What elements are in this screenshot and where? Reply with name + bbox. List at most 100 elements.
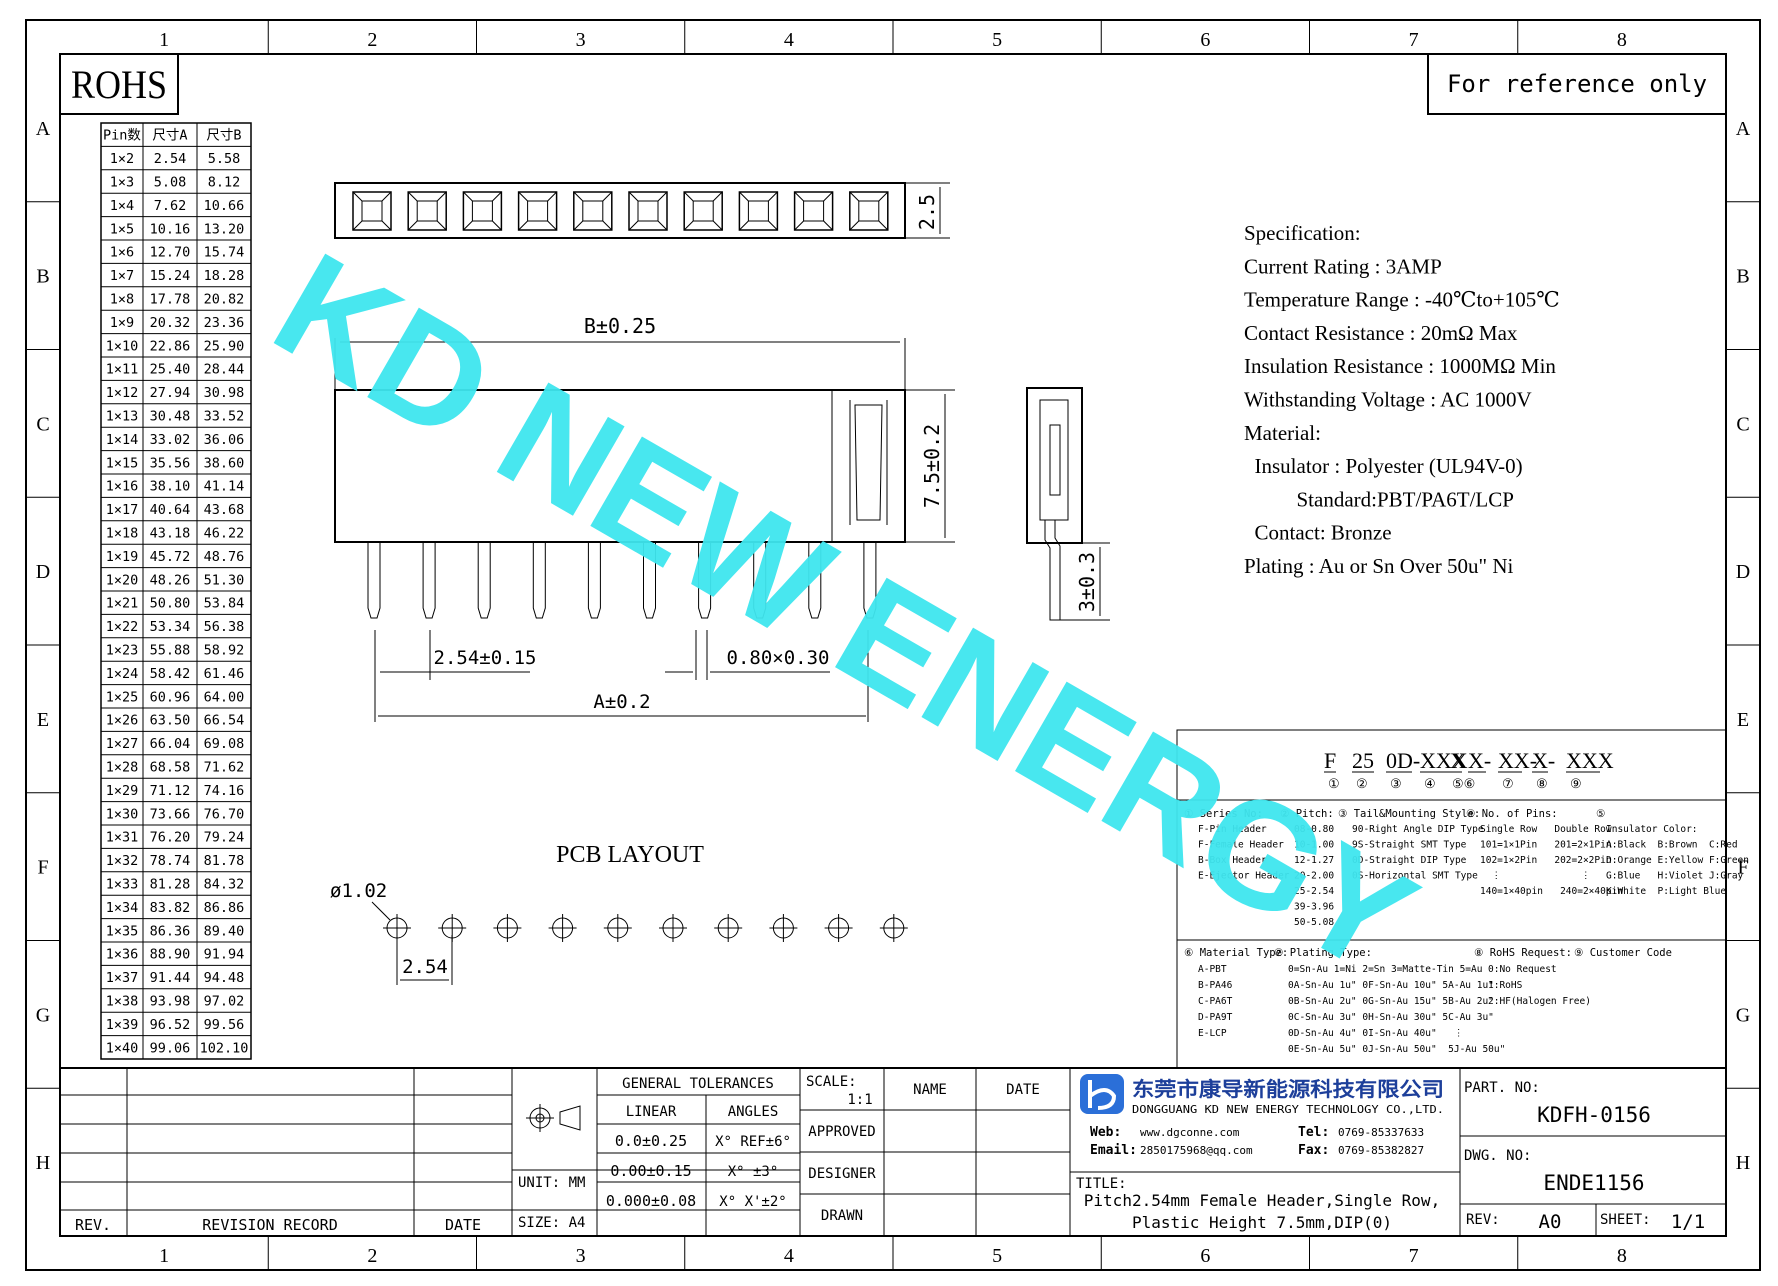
- zone-column-bottom: 1: [159, 1245, 169, 1267]
- web-value: www.dgconne.com: [1140, 1126, 1240, 1139]
- pin-table-cell: 1×7: [110, 268, 134, 284]
- cavity-outline: [517, 191, 558, 231]
- rev-label: REV:: [1466, 1212, 1500, 1228]
- pin-table-cell: 58.42: [150, 666, 191, 682]
- pin-table-cell: 1×4: [110, 198, 134, 214]
- depth-dim: 2.5: [915, 194, 939, 230]
- spec-line: Insulation Resistance : 1000MΩ Min: [1244, 354, 1556, 378]
- fax-label: Fax:: [1298, 1143, 1329, 1158]
- code-table-title: ⑤: [1596, 808, 1606, 820]
- code-table-line: 25-2.54: [1294, 886, 1334, 897]
- sheet-label: SHEET:: [1600, 1212, 1651, 1228]
- cavity-inner: [637, 200, 659, 222]
- rev-value: A0: [1539, 1211, 1562, 1233]
- zone-row-left: B: [36, 266, 49, 288]
- pin-table-cell: 69.08: [204, 736, 245, 752]
- reference-note: For reference only: [1447, 70, 1707, 98]
- pin-table-cell: 71.12: [150, 783, 191, 799]
- code-table-line: 20-2.00: [1294, 871, 1334, 882]
- pin-tail: [367, 542, 381, 619]
- pin-table-cell: 43.18: [150, 526, 191, 542]
- cavity-outline: [849, 191, 889, 231]
- part-code-segment: XX-: [1498, 748, 1537, 773]
- pin-table-cell: 48.76: [204, 549, 245, 565]
- reference-box: [1427, 53, 1727, 115]
- pin-table-cell: 41.14: [204, 479, 245, 495]
- code-table-title: ⑧ RoHS Request:: [1474, 947, 1572, 959]
- part-no-value: KDFH-0156: [1537, 1103, 1651, 1127]
- pin-table-cell: 18.28: [204, 268, 245, 284]
- cavity-inner: [471, 200, 493, 222]
- tel-label: Tel:: [1298, 1125, 1329, 1140]
- unit-label: UNIT: MM: [518, 1175, 585, 1191]
- zone-row-left: E: [37, 709, 49, 731]
- zone-row-right: G: [1736, 1004, 1750, 1026]
- pin-table-cell: 51.30: [204, 572, 245, 588]
- tel-value: 0769-85337633: [1338, 1126, 1424, 1139]
- code-table-line: A-PBT: [1198, 964, 1227, 975]
- pin-table-cell: 17.78: [150, 292, 191, 308]
- designer-label: DESIGNER: [808, 1166, 876, 1182]
- pin-table-cell: 1×21: [106, 596, 139, 612]
- code-table-line: 0D-Sn-Au 4u" 0I-Sn-Au 40u" ⋮: [1288, 1028, 1463, 1039]
- pin-table-cell: 28.44: [204, 362, 245, 378]
- general-tolerances: GENERAL TOLERANCES: [622, 1076, 774, 1092]
- title-line-1: Pitch2.54mm Female Header,Single Row,: [1084, 1191, 1440, 1210]
- title-label: TITLE:: [1076, 1176, 1127, 1192]
- cavity-inner: [361, 200, 383, 222]
- zone-row-right: C: [1736, 413, 1749, 435]
- pin-table-cell: 71.62: [204, 760, 245, 776]
- pin-table-header: 尺寸B: [206, 128, 241, 144]
- pin-table-cell: 8.12: [208, 175, 241, 191]
- pin-table-cell: 35.56: [150, 455, 191, 471]
- zone-column-top: 8: [1617, 29, 1627, 51]
- pin-table-cell: 20.32: [150, 315, 191, 331]
- pin-table-cell: 1×9: [110, 315, 134, 331]
- zone-column-top: 4: [784, 29, 794, 51]
- zone-column-top: 5: [992, 29, 1002, 51]
- code-table-line: C-PA6T: [1198, 996, 1233, 1007]
- zone-row-right: E: [1737, 709, 1749, 731]
- code-table-title: ② Pitch:: [1280, 808, 1334, 820]
- part-code-marker: ④: [1424, 777, 1436, 792]
- code-table-line: Insulator Color:: [1606, 824, 1698, 835]
- pin-table-cell: 30.48: [150, 409, 191, 425]
- spec-line: Temperature Range : -40℃to+105℃: [1244, 288, 1560, 312]
- pin-table-cell: 83.82: [150, 900, 191, 916]
- code-table-line: 08-0.80: [1294, 824, 1334, 835]
- pin-table-cell: 12.70: [150, 245, 191, 261]
- pin-table-cell: 43.68: [204, 502, 245, 518]
- company-logo-icon: [1080, 1074, 1124, 1114]
- pin-table-cell: 1×16: [106, 479, 139, 495]
- code-table-line: 2:HF(Halogen Free): [1488, 996, 1591, 1007]
- rohs-label: ROHS: [71, 62, 167, 107]
- cavity-outline: [628, 191, 668, 231]
- title-block: REV. REVISION RECORD DATE GENERAL TOLERA…: [60, 1067, 1726, 1236]
- pin-table-cell: 22.86: [150, 338, 191, 354]
- pin-table-cell: 1×35: [106, 923, 139, 939]
- part-code-marker: ②: [1356, 777, 1368, 792]
- code-table-line: E-Ejector Header: [1198, 871, 1290, 882]
- tol-angle-2: X° ±3°: [728, 1164, 779, 1180]
- pin-table-cell: 30.98: [204, 385, 245, 401]
- pin-size-dim: 0.80×0.30: [727, 647, 830, 669]
- pin-table-cell: 27.94: [150, 385, 191, 401]
- cavity-outline: [738, 191, 779, 231]
- pin-table-cell: 1×30: [106, 806, 139, 822]
- cavity-inner: [747, 200, 769, 222]
- part-code-segment: 0D-: [1386, 748, 1420, 773]
- pin-table-cell: 10.66: [204, 198, 245, 214]
- pin-table-cell: 25.90: [204, 338, 245, 354]
- code-table-line: 1:RoHS: [1488, 980, 1523, 991]
- pin-table-cell: 97.02: [204, 994, 245, 1010]
- zone-row-left: H: [36, 1152, 50, 1174]
- tol-linear-1: 0.0±0.25: [615, 1132, 687, 1150]
- zone-column-bottom: 5: [992, 1245, 1002, 1267]
- code-table-line: A:Black B:Brown C:Red: [1606, 840, 1738, 851]
- rohs-box: [59, 53, 179, 115]
- pin-table-cell: 50.80: [150, 596, 191, 612]
- scale-label: SCALE:: [806, 1074, 857, 1090]
- code-table-title: ⑦ Plating Type:: [1274, 947, 1372, 959]
- pin-tail: [698, 542, 712, 619]
- code-table-line: G:Blue H:Violet J:Gray: [1606, 871, 1744, 882]
